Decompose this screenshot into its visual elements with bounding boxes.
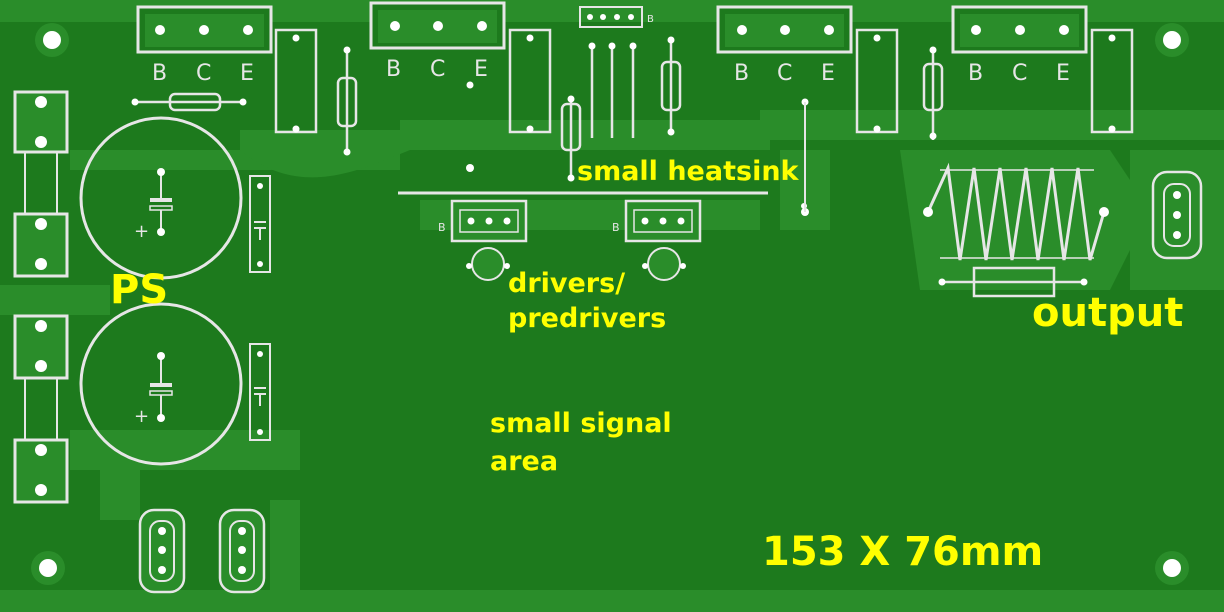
pin-label-c: C xyxy=(777,61,792,86)
power-transistor-icon xyxy=(716,5,853,54)
small-transistor-marker: B xyxy=(612,221,620,234)
annotations: small heatsink PS drivers/ predrivers ou… xyxy=(110,156,1183,575)
bottom-connectors xyxy=(138,508,266,594)
pin-label-c: C xyxy=(196,61,211,86)
pin-label-e: E xyxy=(821,61,835,86)
pin-labels: B C E B C E B C E B C E xyxy=(152,57,1070,86)
label-small-heatsink: small heatsink xyxy=(577,156,800,187)
mounting-hole-icon xyxy=(31,551,65,585)
terminal-blocks xyxy=(13,90,69,504)
input-connector xyxy=(138,508,186,594)
small-transistor-icon xyxy=(642,247,686,281)
resistor-icon xyxy=(938,266,1088,298)
resistor-icon xyxy=(274,28,318,134)
resistor-icon xyxy=(660,36,682,136)
small-transistor-marker: B xyxy=(647,14,654,25)
terminal-block-icon xyxy=(13,314,69,380)
capacitor-polarity: + xyxy=(134,406,149,427)
driver-transistors: B B xyxy=(438,199,702,281)
mounting-hole-icon xyxy=(1155,23,1189,57)
resistor-icon xyxy=(855,28,899,134)
resistor-icon xyxy=(508,28,552,134)
pin-label-c: C xyxy=(1012,61,1027,86)
terminal-block-icon xyxy=(13,90,69,154)
small-transistor-icon xyxy=(466,247,510,281)
inductor-coil-icon xyxy=(923,162,1109,261)
output-connector xyxy=(1151,170,1203,260)
capacitor-polarity: + xyxy=(134,221,149,242)
small-transistor-icon: B xyxy=(438,199,528,243)
small-header: B xyxy=(579,6,654,138)
electrolytic-capacitor-icon: + xyxy=(79,302,243,466)
capacitors: + + xyxy=(79,116,243,466)
pin-label-c: C xyxy=(430,57,445,82)
pin-label-b: B xyxy=(386,57,401,82)
small-resistors xyxy=(131,36,944,182)
pin-label-b: B xyxy=(152,61,167,86)
terminal-block-icon xyxy=(13,438,69,504)
pin-label-b: B xyxy=(968,61,983,86)
label-drivers-line2: predrivers xyxy=(508,303,666,334)
pin-label-e: E xyxy=(474,57,488,82)
mounting-hole-icon xyxy=(35,23,69,57)
resistor-icon xyxy=(1090,28,1134,134)
pin-label-b: B xyxy=(734,61,749,86)
label-signal-line2: area xyxy=(490,446,558,477)
label-signal-line1: small signal xyxy=(490,408,672,439)
resistor-icon xyxy=(560,95,582,182)
power-transistor-icon xyxy=(136,5,273,54)
resistor-icon xyxy=(131,92,247,112)
label-output: output xyxy=(1032,290,1183,336)
pin-label-e: E xyxy=(1056,61,1070,86)
resistor-icon xyxy=(922,46,944,140)
label-dimensions: 153 X 76mm xyxy=(762,529,1043,575)
pin-label-e: E xyxy=(240,61,254,86)
mounting-hole-icon xyxy=(1155,551,1189,585)
small-transistor-icon: B xyxy=(612,199,702,243)
power-transistor-icon xyxy=(951,5,1088,54)
film-capacitors xyxy=(249,175,271,441)
emitter-resistors xyxy=(274,28,1134,134)
electrolytic-capacitor-icon: + xyxy=(79,116,243,280)
label-drivers-line1: drivers/ xyxy=(508,268,625,299)
label-ps: PS xyxy=(110,267,168,313)
power-transistors xyxy=(136,1,1088,54)
resistor-icon xyxy=(336,46,358,156)
power-transistor-icon xyxy=(369,1,506,50)
input-connector xyxy=(218,508,266,594)
mounting-holes xyxy=(31,23,1189,585)
terminal-block-icon xyxy=(13,212,69,278)
small-transistor-marker: B xyxy=(438,221,446,234)
